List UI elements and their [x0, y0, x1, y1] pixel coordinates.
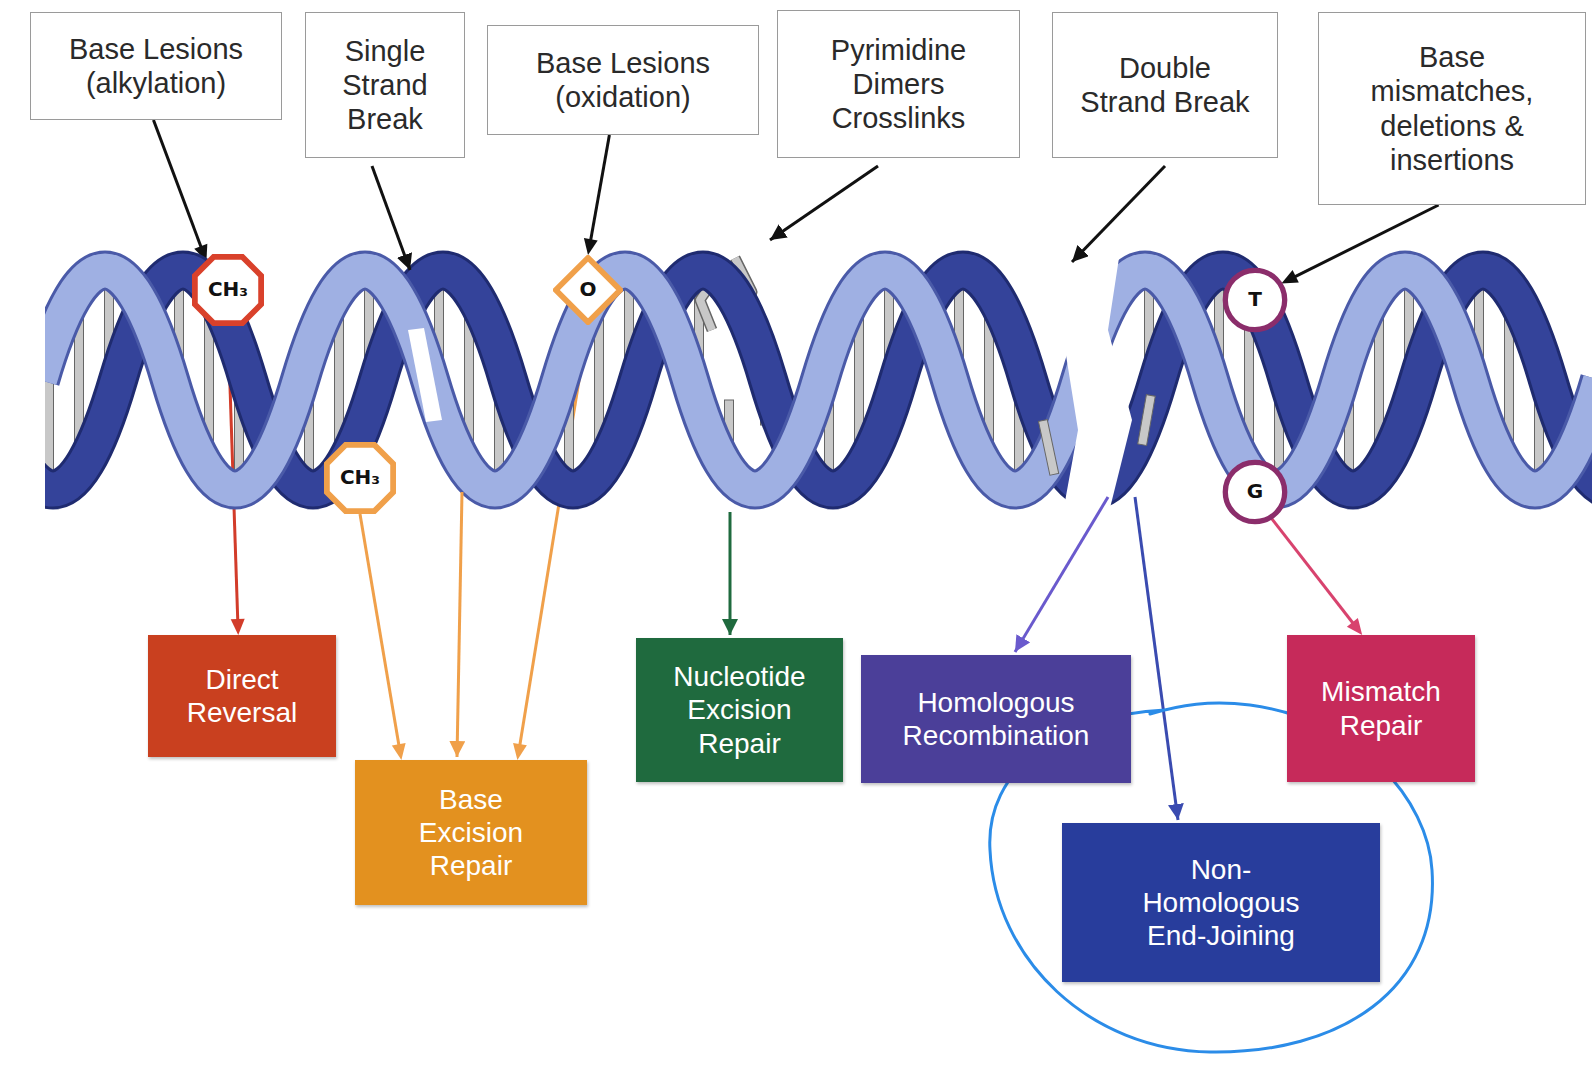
base-marker: T [1222, 267, 1288, 333]
repair-box: Nucleotide Excision Repair [636, 638, 843, 782]
arrow-head [513, 743, 527, 760]
repair-arrow [1015, 497, 1108, 652]
repair-arrow [1135, 497, 1178, 820]
marker-shape [327, 445, 393, 511]
marker-shape [1225, 270, 1284, 329]
lesion-marker: CH₃ [324, 442, 396, 514]
repair-box: Mismatch Repair [1287, 635, 1475, 782]
arrow-head [392, 743, 406, 760]
lesion-marker: O [553, 255, 623, 325]
node-text: O [579, 278, 596, 302]
node-text: Base mismatches, deletions & insertions [1363, 40, 1541, 177]
arrow-head [1281, 270, 1298, 283]
broken-base [1138, 395, 1156, 446]
repair-box: Base Excision Repair [355, 760, 587, 905]
node-text: CH₃ [340, 466, 380, 490]
base-marker: G [1222, 459, 1288, 525]
repair-box: Direct Reversal [148, 635, 336, 757]
connector-arrow [1272, 518, 1363, 635]
back-strand-edge [45, 271, 1592, 490]
damage-label-box: Base mismatches, deletions & insertions [1318, 12, 1586, 205]
node-text: Direct Reversal [167, 663, 317, 729]
connector-line [360, 514, 399, 748]
node-text: Base Excision Repair [399, 783, 544, 882]
repair-arrow [729, 512, 732, 635]
repair-box: Homologous Recombination [861, 655, 1131, 783]
pointer-arrows [372, 166, 1178, 820]
pointer-arrow [372, 166, 410, 270]
repair-arrow [457, 492, 462, 757]
marker-shape [195, 257, 261, 323]
damage-label-box: Pyrimidine Dimers Crosslinks [777, 10, 1020, 158]
node-text: T [1248, 288, 1262, 312]
arrow-head [1347, 618, 1362, 635]
damage-label-box: Single Strand Break [305, 12, 465, 158]
repair-box: Non-Homologous End-Joining [1062, 823, 1380, 982]
front-strand [45, 271, 1592, 490]
node-text: G [1247, 480, 1263, 504]
single-strand-gap [408, 328, 442, 422]
node-text: Homologous Recombination [891, 686, 1101, 752]
connector-line [590, 135, 609, 243]
connector-line [1272, 518, 1355, 625]
lesion-marker: CH₃ [192, 254, 264, 326]
double-strand-gap [1058, 225, 1132, 540]
front-strand-edge [45, 271, 1592, 490]
node-text: Mismatch Repair [1309, 675, 1454, 741]
back-strand [45, 271, 1592, 490]
damage-label-box: Base Lesions (alkylation) [30, 12, 282, 120]
node-text: Single Strand Break [320, 34, 450, 137]
connector-arrow [153, 120, 207, 261]
base-pair [45, 368, 54, 478]
marker-shape [1225, 462, 1284, 521]
marker-shape [556, 258, 620, 322]
node-text: Base Lesions (oxidation) [517, 46, 729, 114]
arrow-head [231, 619, 245, 635]
node-text: CH₃ [208, 278, 248, 302]
node-text: Non-Homologous End-Joining [1126, 853, 1316, 952]
connector-arrow [360, 514, 406, 760]
node-text: Nucleotide Excision Repair [655, 660, 825, 759]
pointer-arrow [770, 166, 878, 240]
helix [45, 225, 1592, 540]
damage-label-box: Base Lesions (oxidation) [487, 25, 759, 135]
broken-base [1038, 420, 1058, 476]
damage-label-box: Double Strand Break [1052, 12, 1278, 158]
pointer-arrow [1072, 166, 1165, 262]
arrow-head [584, 238, 598, 255]
node-text: Double Strand Break [1076, 51, 1254, 119]
connector-arrow [584, 135, 609, 255]
node-text: Pyrimidine Dimers Crosslinks [799, 33, 999, 136]
connector-line [153, 120, 202, 250]
node-text: Base Lesions (alkylation) [50, 32, 262, 100]
